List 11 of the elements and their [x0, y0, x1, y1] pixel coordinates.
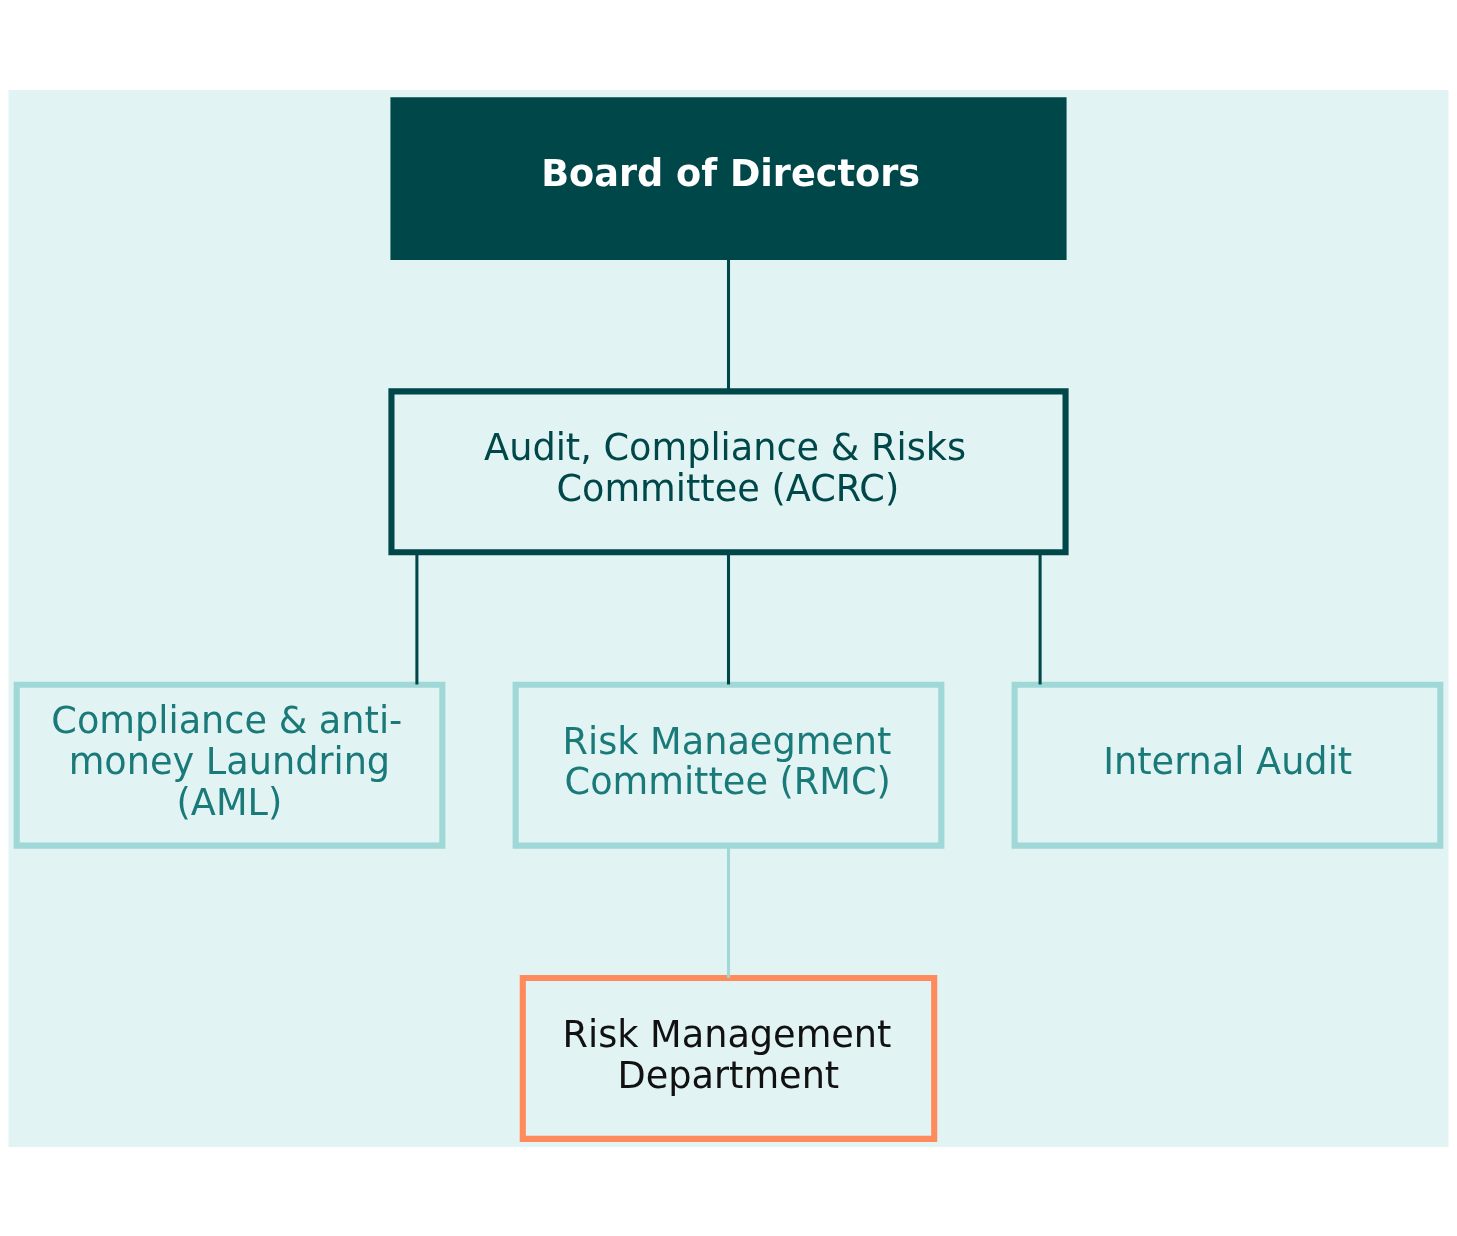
connector [726, 259, 731, 391]
node-box: Board of Directors [390, 96, 1067, 260]
connector [415, 552, 419, 684]
node-box: Compliance & anti-money Laundring (AML) [13, 681, 446, 849]
connector [726, 845, 731, 978]
node-box: Risk Manaegment Committee (RMC) [512, 681, 945, 849]
node-box: Audit, Compliance & Risks Committee (ACRC) [388, 387, 1069, 555]
node-box: Risk Management Department [519, 974, 938, 1142]
node-box: Internal Audit [1011, 681, 1444, 849]
connector [726, 552, 731, 684]
connector [1038, 552, 1042, 684]
